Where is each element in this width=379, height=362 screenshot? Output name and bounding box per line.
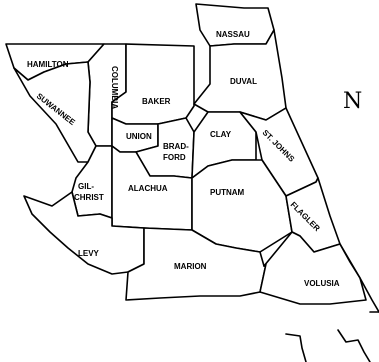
county-suwannee[interactable]	[13, 61, 97, 163]
label-nassau: NASSAU	[216, 30, 250, 39]
label-hamilton: HAMILTON	[27, 60, 69, 69]
partial-county-outline-bottom-right	[337, 329, 371, 362]
label-columbia: COLUMBIA	[110, 66, 119, 109]
county-marion[interactable]	[125, 227, 267, 301]
label-baker: BAKER	[142, 97, 171, 106]
label-alachua: ALACHUA	[128, 184, 168, 193]
partial-county-outline-bottom	[285, 333, 307, 362]
label-gilchrist-line2: CHRIST	[74, 193, 104, 202]
label-marion: MARION	[174, 262, 207, 271]
label-levy: LEVY	[78, 249, 100, 258]
map-heading-partial: N	[343, 89, 362, 114]
county-volusia[interactable]	[259, 231, 367, 305]
label-bradford-line1: BRAD-	[163, 142, 189, 151]
label-duval: DUVAL	[230, 77, 257, 86]
label-volusia: VOLUSIA	[304, 279, 340, 288]
label-union: UNION	[126, 132, 152, 141]
county-nassau[interactable]	[195, 3, 275, 47]
coastline-east	[339, 243, 379, 313]
label-bradford-line2: FORD	[163, 153, 186, 162]
label-gilchrist-line1: GIL-	[78, 182, 94, 191]
label-clay: CLAY	[210, 130, 232, 139]
label-putnam: PUTNAM	[210, 188, 245, 197]
